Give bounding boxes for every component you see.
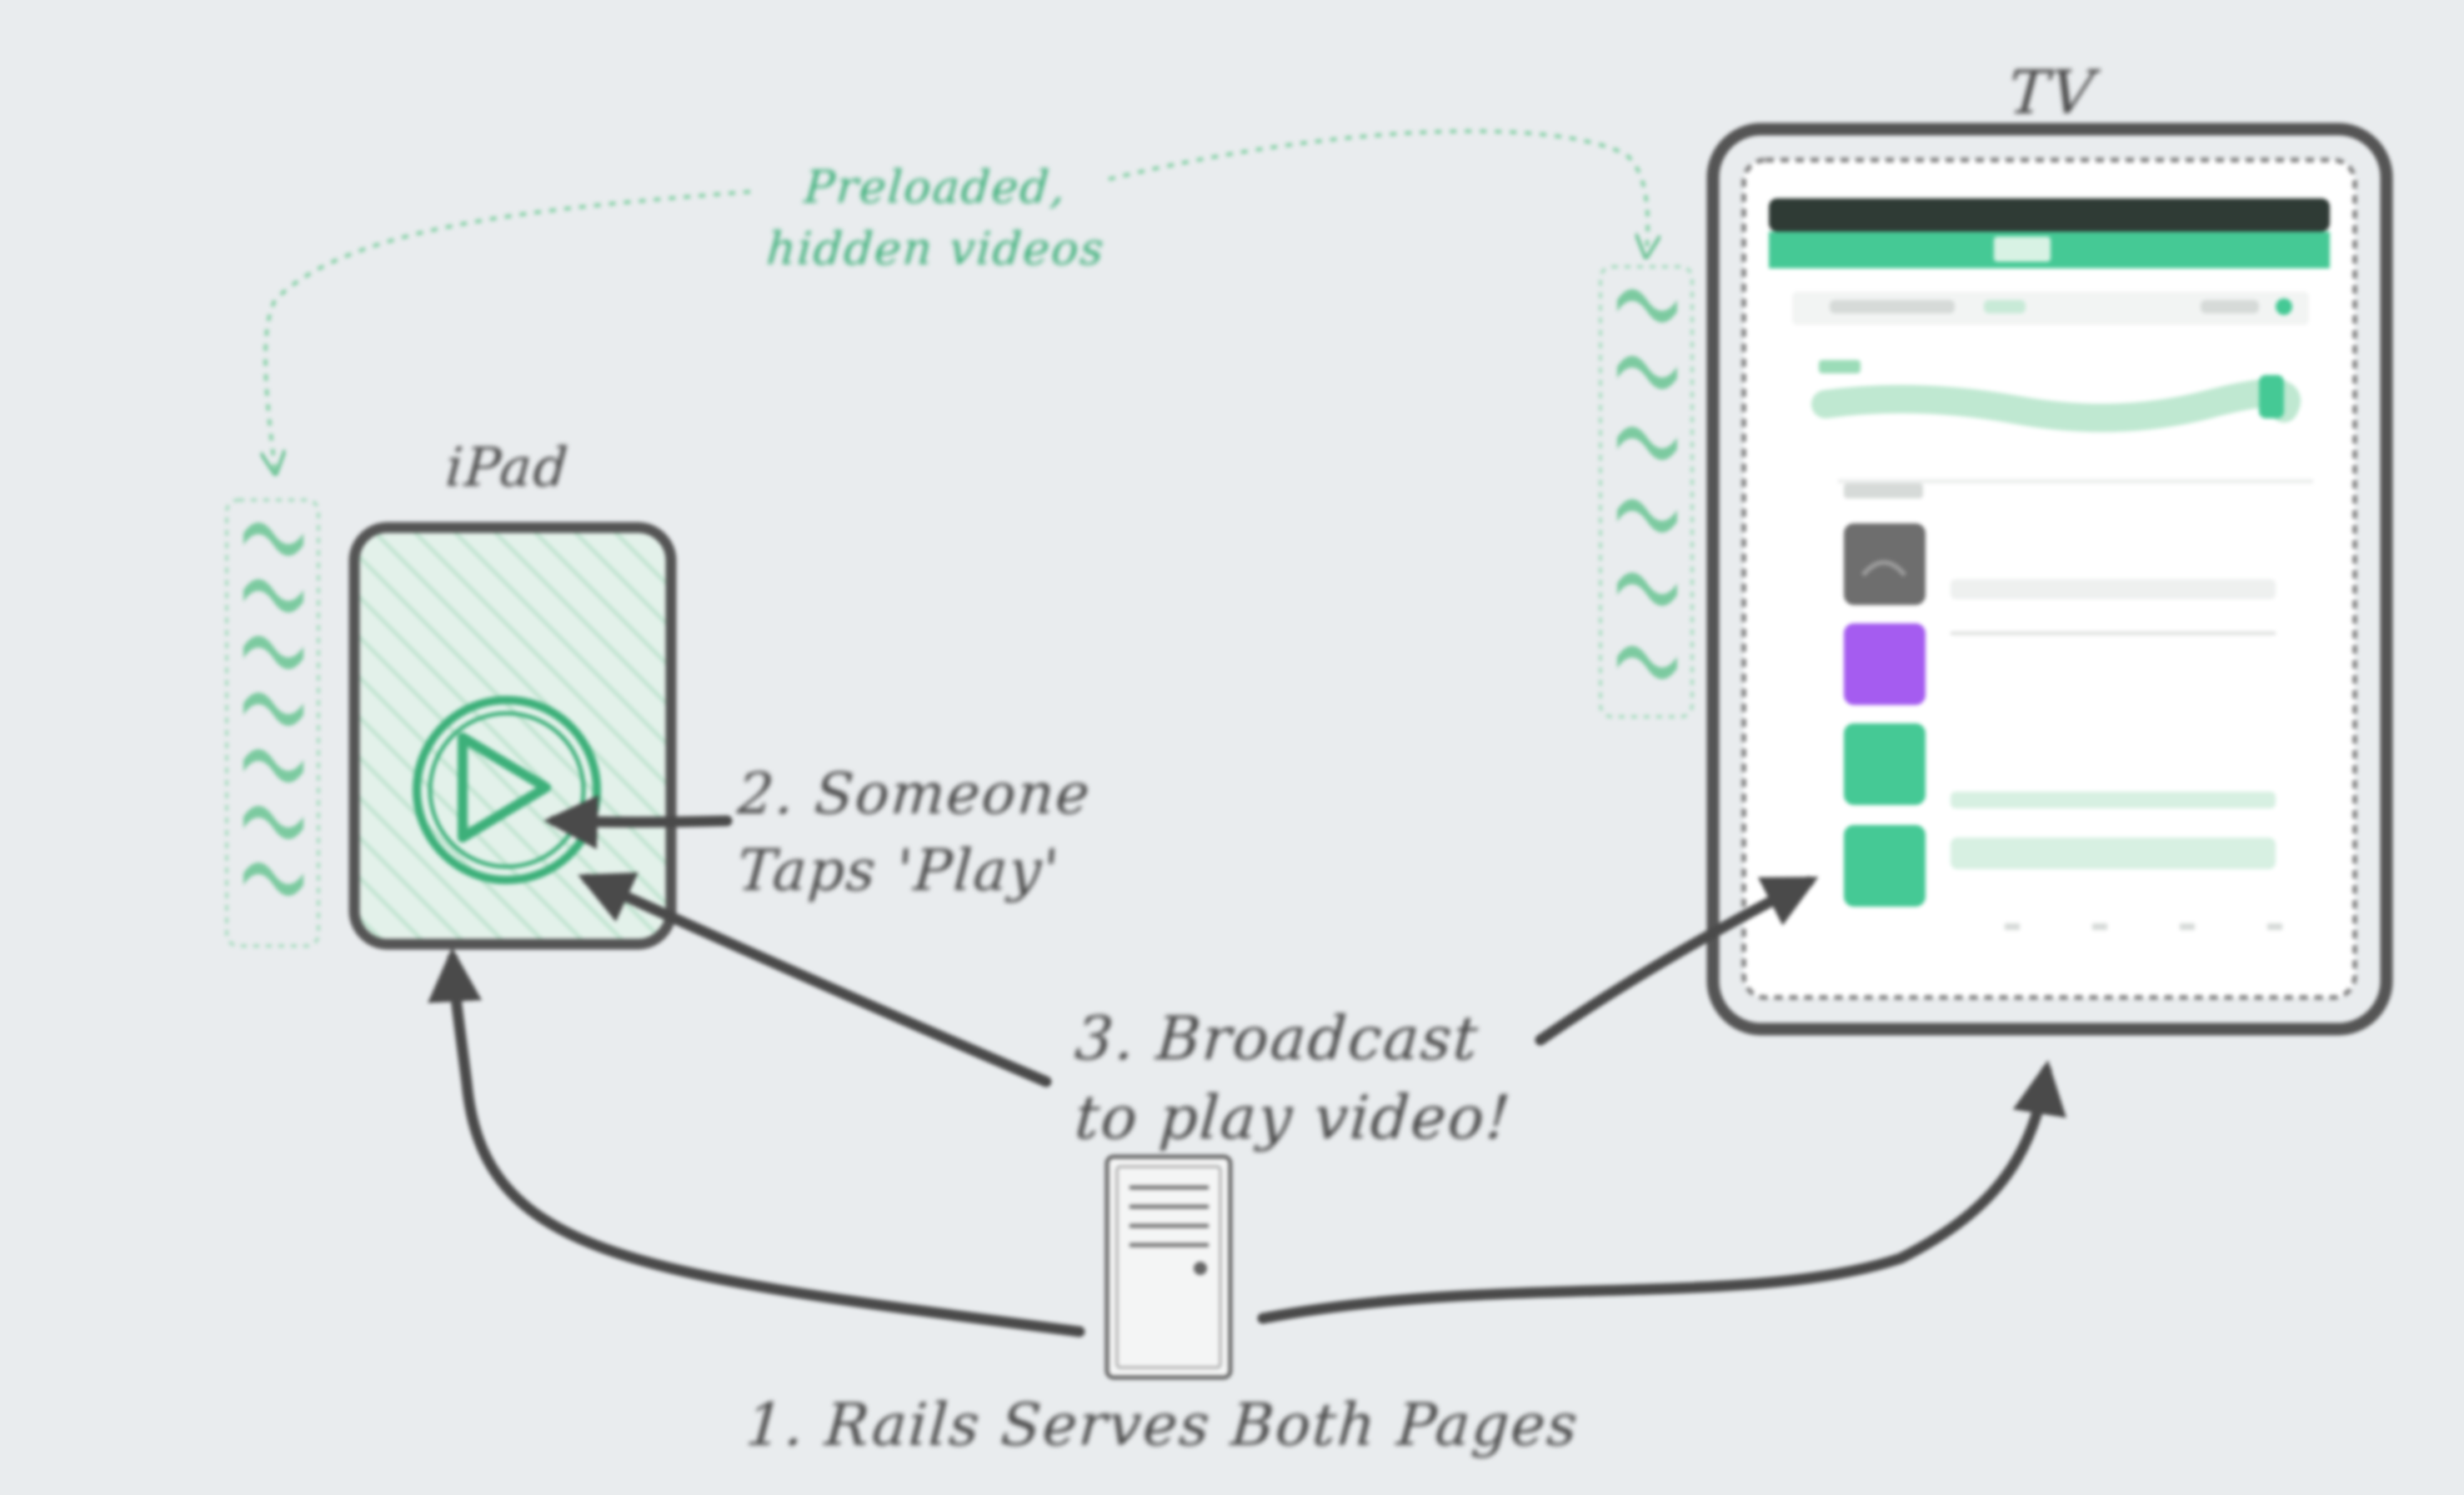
preloaded-label-line1: Preloaded,	[802, 161, 1069, 213]
arrow-broadcast-to-tv	[1535, 876, 1819, 1046]
arrow-server-to-ipad	[428, 948, 1085, 1338]
broadcast-label-line2: to play video!	[1073, 1082, 1515, 1152]
preloaded-arc-left	[265, 189, 751, 471]
broadcast-label-line1: 3. Broadcast	[1073, 1003, 1482, 1073]
video-stack-icon	[1599, 265, 1694, 718]
ipad-label: iPad	[443, 438, 572, 499]
rails-label: 1. Rails Serves Both Pages	[744, 1391, 1581, 1459]
play-icon[interactable]	[413, 696, 601, 884]
tap-label-line1: 2. Someone	[735, 762, 1094, 828]
video-stack-icon	[225, 498, 320, 948]
preloaded-label-line2: hidden videos	[764, 222, 1107, 275]
server-icon	[1104, 1154, 1233, 1380]
arrow-broadcast-to-ipad	[578, 872, 1052, 1088]
arrow-server-to-tv	[1257, 1060, 2066, 1324]
arrow-tap-to-play	[543, 795, 733, 850]
tv-screen	[1769, 198, 2330, 930]
preloaded-arc-right	[1108, 128, 1648, 254]
tv-label: TV	[2006, 58, 2098, 128]
ipad-device	[348, 522, 677, 950]
tap-label-line2: Taps 'Play'	[735, 838, 1063, 904]
tv-device	[1706, 122, 2393, 1036]
